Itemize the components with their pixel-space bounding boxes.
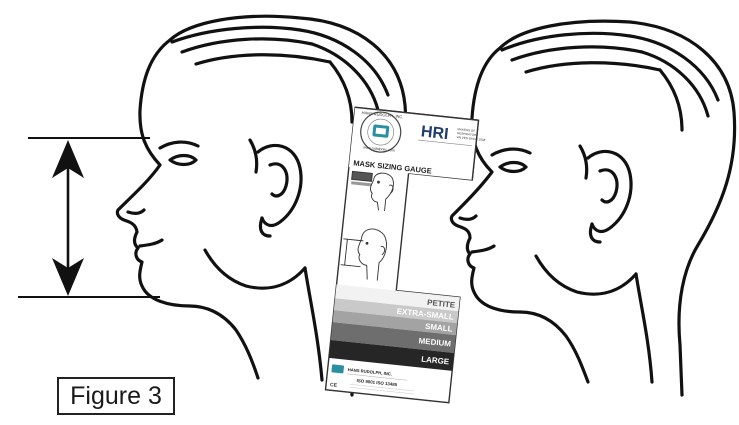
footer-ce-mark: CE [330, 382, 338, 389]
size-bands: PETITE EXTRA-SMALL SMALL MEDIUM LARGE [329, 284, 460, 371]
figure-caption: Figure 3 [57, 377, 175, 415]
hri-logo-text: HRI [420, 123, 449, 143]
mask-sizing-gauge: HANS RUDOLPH, INC. www.rudolphkc.com HRI… [325, 107, 487, 403]
right-head-illustration [451, 21, 734, 395]
figure-caption-text: Figure 3 [70, 382, 162, 411]
